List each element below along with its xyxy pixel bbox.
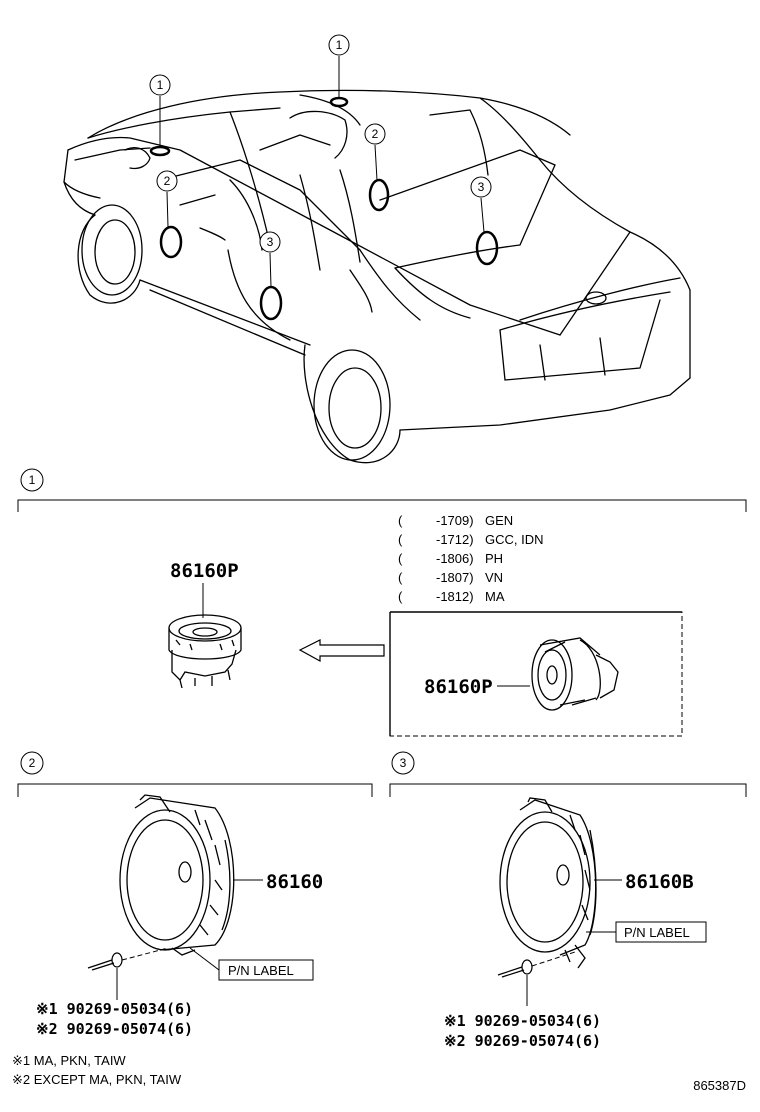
tweeter-ring-right — [329, 96, 349, 108]
screw-part-number-1-section-2: ※1 90269-05034(6) — [36, 1000, 193, 1018]
applicability-code-4: -1807) — [436, 570, 474, 585]
applicability-paren-4: ( — [398, 570, 403, 585]
applicability-region-1: GEN — [485, 513, 513, 528]
note-2: ※2 EXCEPT MA, PKN, TAIW — [12, 1072, 182, 1087]
section-2-bracket — [17, 783, 373, 797]
section-1-bracket — [17, 499, 747, 512]
tweeter-old-drawing — [531, 637, 619, 711]
applicability-paren-1: ( — [398, 513, 403, 528]
front-door-speaker-ring-right — [368, 178, 390, 212]
section-3-bracket — [389, 783, 747, 797]
replacement-arrow — [298, 639, 385, 663]
part-number-86160: 86160 — [266, 871, 323, 893]
screw-drawing-3 — [497, 959, 533, 978]
applicability-code-2: -1712) — [436, 532, 474, 547]
applicability-region-5: MA — [485, 589, 505, 604]
section-3-number: 3 — [400, 756, 407, 770]
section-1-number: 1 — [29, 473, 36, 487]
callout-1-front-right: 1 — [336, 38, 343, 52]
applicability-region-4: VN — [485, 570, 503, 585]
figure-id: 865387D — [693, 1078, 746, 1093]
tweeter-ring-left — [149, 145, 171, 157]
callout-3-left: 3 — [267, 235, 274, 249]
applicability-paren-2: ( — [398, 532, 403, 547]
part-number-86160p-old: 86160P — [424, 676, 493, 698]
front-door-speaker-ring-left — [159, 225, 183, 259]
applicability-code-1: -1709) — [436, 513, 474, 528]
door-speaker-86160-drawing — [119, 794, 235, 956]
callout-1-front-left: 1 — [157, 78, 164, 92]
applicability-code-5: -1812) — [436, 589, 474, 604]
note-1: ※1 MA, PKN, TAIW — [12, 1053, 126, 1068]
part-number-86160p-new: 86160P — [170, 560, 239, 582]
car-illustration — [63, 89, 691, 464]
screw-drawing-2 — [87, 952, 123, 971]
screw-part-number-2-section-2: ※2 90269-05074(6) — [36, 1020, 193, 1038]
applicability-paren-3: ( — [398, 551, 403, 566]
callout-2-left: 2 — [164, 174, 171, 188]
screw-part-number-1-section-3: ※1 90269-05034(6) — [444, 1012, 601, 1030]
section-2-number: 2 — [29, 756, 36, 770]
pn-label-text-2: P/N LABEL — [228, 963, 294, 978]
leader-lines — [159, 56, 485, 288]
old-part-box — [389, 611, 683, 737]
applicability-code-3: -1806) — [436, 551, 474, 566]
applicability-region-2: GCC, IDN — [485, 532, 544, 547]
part-number-86160b: 86160B — [625, 871, 694, 893]
pn-label-text-3: P/N LABEL — [624, 925, 690, 940]
tweeter-new-drawing — [168, 614, 242, 689]
speaker-locations — [149, 96, 499, 321]
rear-speaker-86160b-drawing — [499, 797, 597, 969]
rear-door-speaker-ring-right — [475, 230, 499, 266]
screw-part-number-2-section-3: ※2 90269-05074(6) — [444, 1032, 601, 1050]
callout-2-right: 2 — [372, 127, 379, 141]
applicability-list: ( -1709) GEN ( -1712) GCC, IDN ( -1806) … — [398, 513, 544, 604]
callout-3-right: 3 — [478, 180, 485, 194]
applicability-region-3: PH — [485, 551, 503, 566]
applicability-paren-5: ( — [398, 589, 403, 604]
rear-door-speaker-ring-left — [259, 285, 283, 321]
callout-circles — [149, 34, 492, 253]
